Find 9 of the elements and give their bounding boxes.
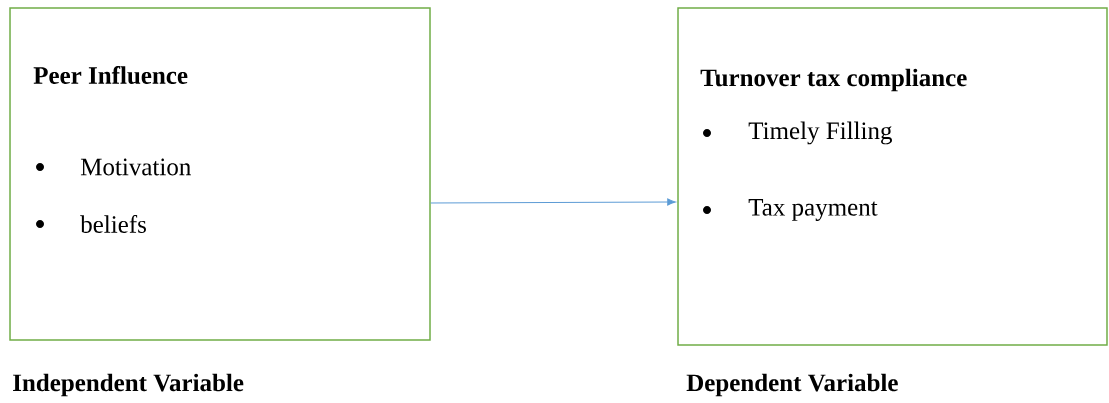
bullet-item: Timely Filling (703, 121, 892, 145)
bullet-item: Motivation (36, 158, 191, 176)
bullet-item: beliefs (36, 215, 146, 233)
variable-box: Turnover tax compliance Timely Filling Tax payment (677, 7, 1108, 346)
variable-label: Independent Variable (13, 373, 244, 397)
arrow (430, 198, 676, 206)
variable-box: Peer Influence Motivation beliefs (9, 7, 431, 341)
bullet-item: Tax payment (703, 199, 878, 221)
variable-label: Dependent Variable (686, 373, 898, 397)
